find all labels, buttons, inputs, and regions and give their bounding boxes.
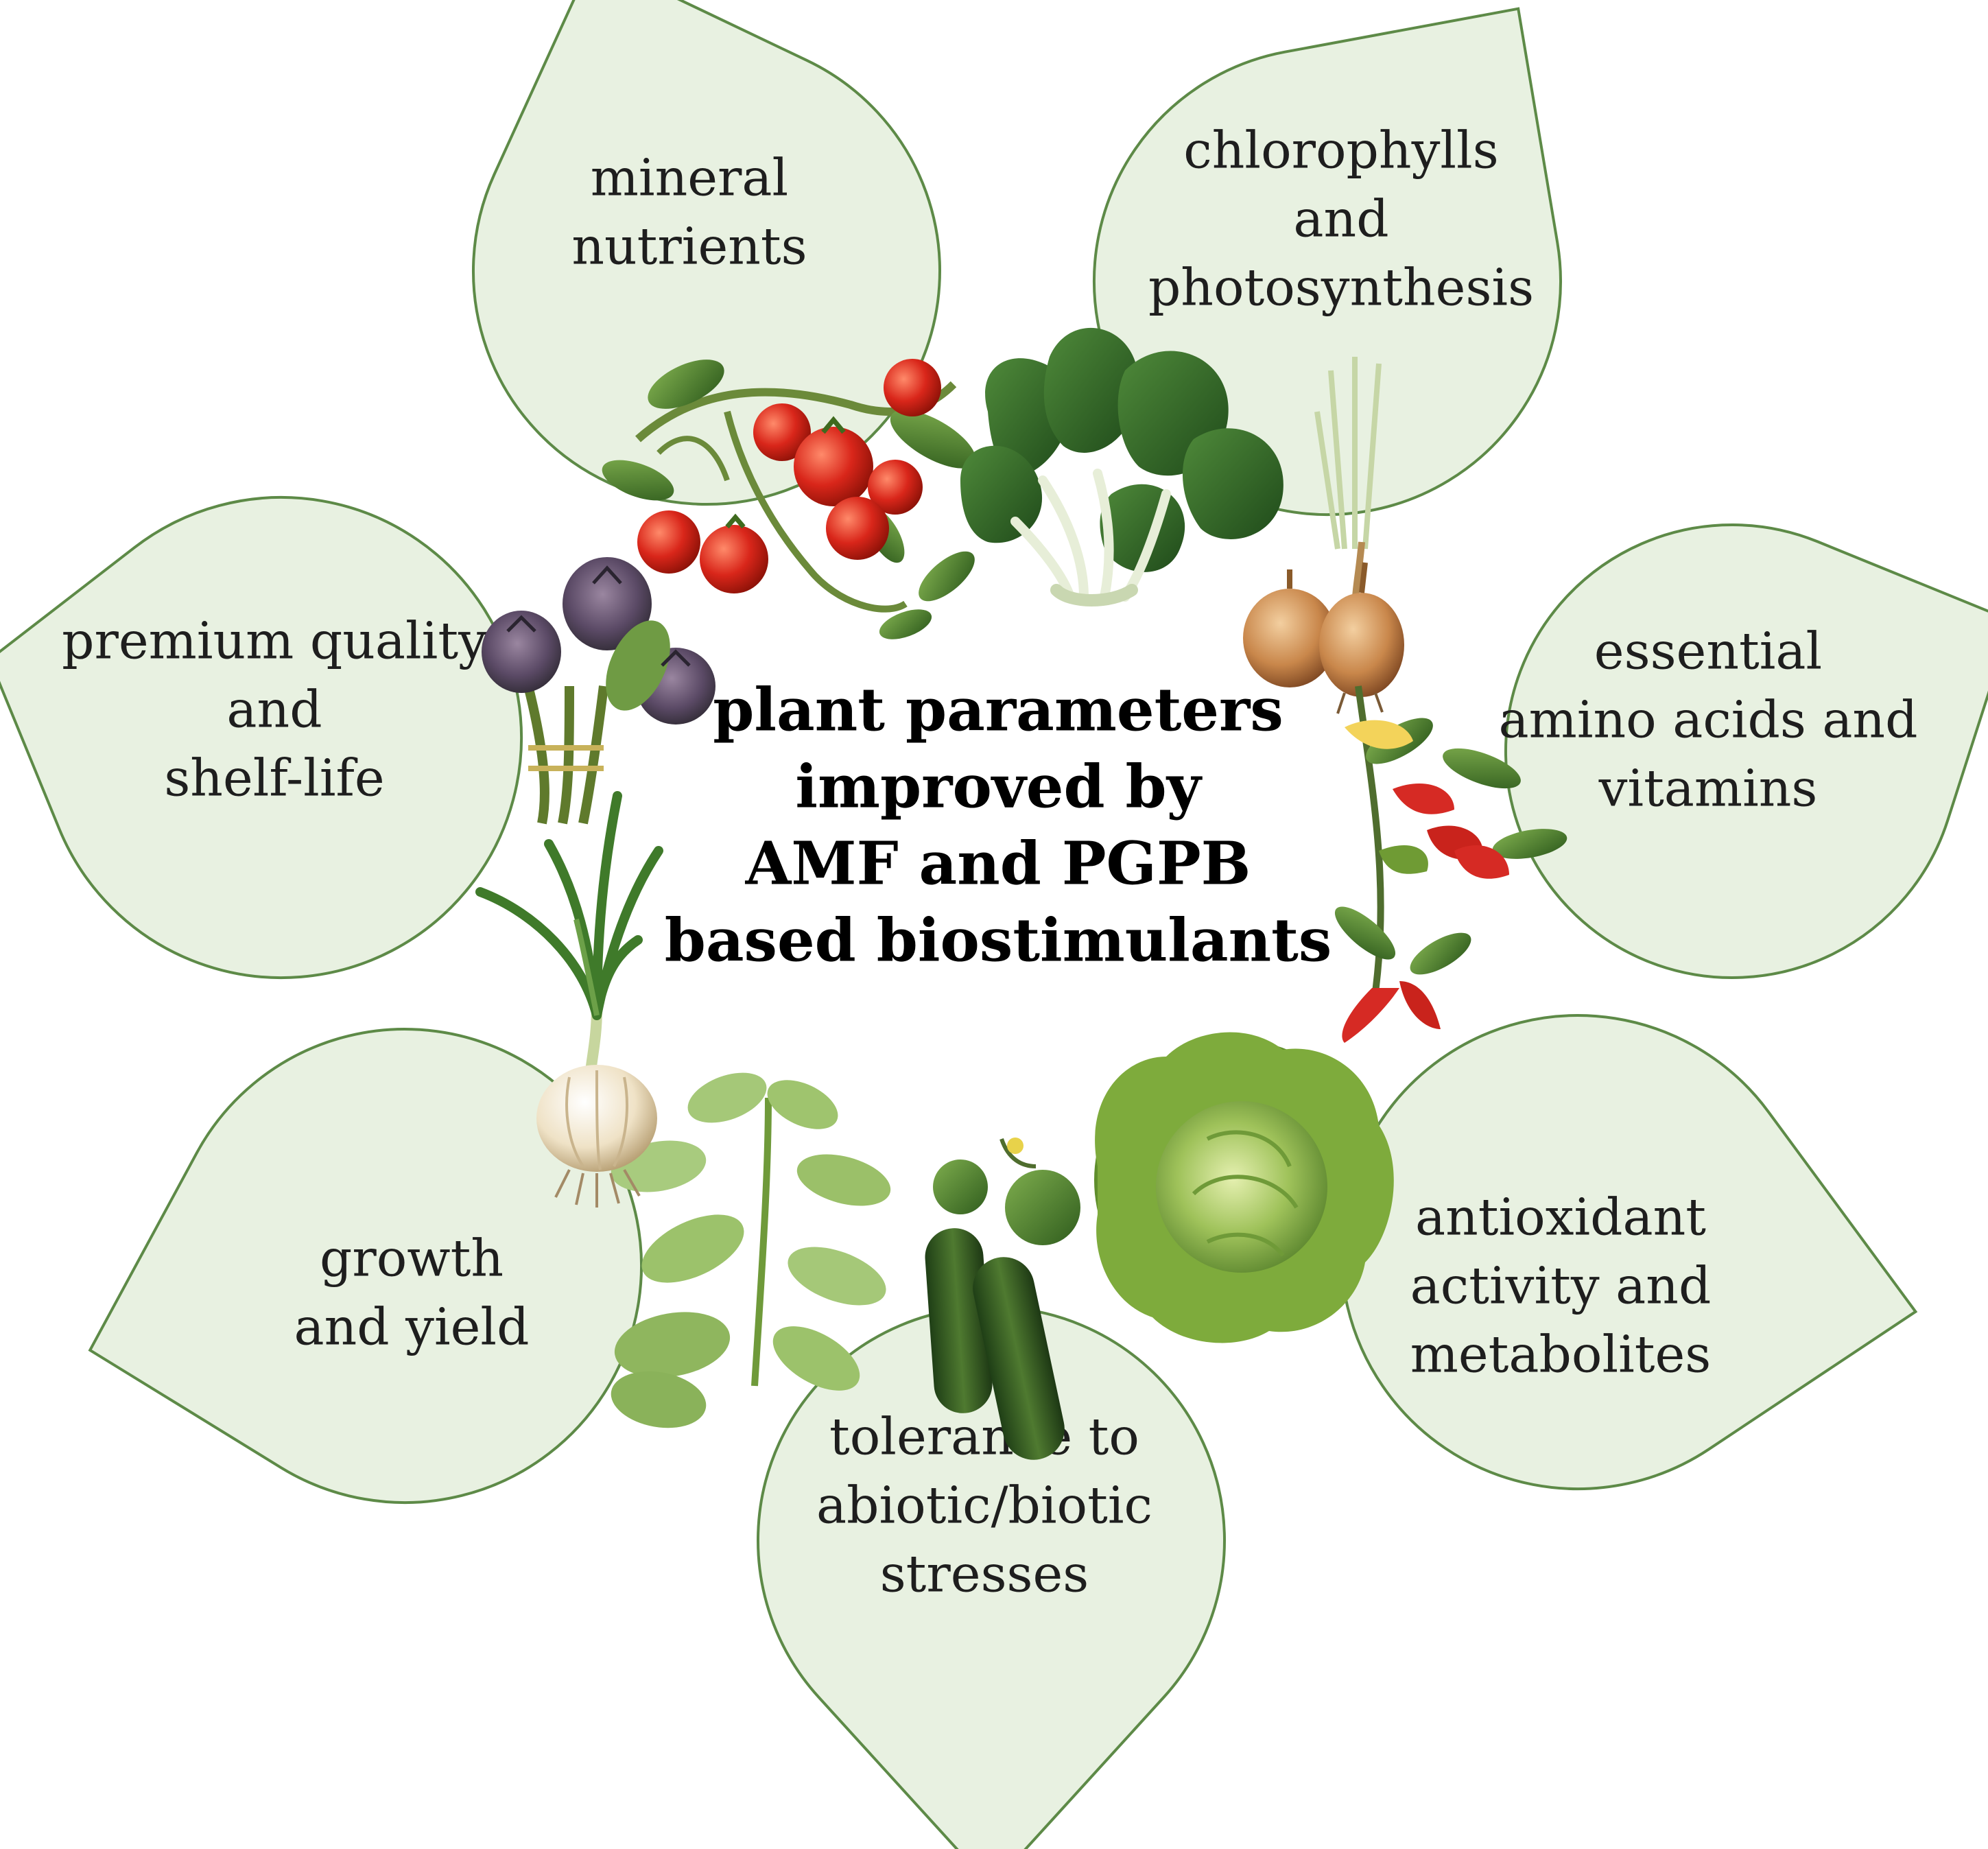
petal-quality: premium quality and shelf-life	[0, 496, 523, 979]
petal-label-line: mineral	[591, 148, 788, 207]
petal-shape	[1340, 1014, 1918, 1491]
lettuce-illustration	[1094, 1032, 1394, 1343]
petal-label-line: antioxidant	[1415, 1188, 1706, 1247]
cucumber-illustration	[925, 1138, 1080, 1460]
petal-label-line: metabolites	[1410, 1325, 1712, 1384]
petal-shape	[0, 496, 523, 979]
petal-shape	[1504, 523, 1988, 979]
petal-label-line: vitamins	[1598, 759, 1818, 818]
center-title-line: plant parameters	[713, 676, 1283, 745]
spinach-illustration	[960, 327, 1283, 606]
center-title: plant parameters improved by AMF and PGPBb…	[665, 676, 1332, 976]
tomato-vine-illustration	[602, 359, 976, 639]
artichoke-illustration	[482, 557, 715, 825]
pepper-illustration	[1334, 685, 1567, 1043]
petal-label-line: premium quality	[62, 611, 487, 670]
petal-amino-acids: essential amino acids and vitamins	[1499, 523, 1988, 979]
petal-shape	[472, 0, 941, 506]
petal-label-line: nutrients	[571, 217, 807, 276]
petal-label-line: chlorophylls	[1183, 121, 1498, 180]
petal-label-line: and yield	[294, 1297, 530, 1356]
petal-label-line: amino acids and	[1499, 690, 1918, 749]
center-title-line: based biostimulants	[665, 906, 1332, 976]
petal-label-line: tolerance to	[829, 1407, 1139, 1466]
petal-label-line: shelf-life	[164, 749, 384, 808]
petal-label-line: growth	[320, 1229, 504, 1288]
petal-growth: growth and yield	[88, 1028, 643, 1504]
petal-label-line: and	[1293, 189, 1388, 248]
basil-illustration	[611, 1072, 891, 1428]
leek-illustration	[475, 791, 663, 1020]
onion-illustration	[1243, 357, 1404, 720]
petal-mineral-nutrients: mineral nutrients	[472, 0, 941, 506]
center-title-line: improved by	[795, 753, 1203, 822]
center-title-line: AMF and PGPB	[745, 829, 1251, 899]
petal-tolerance: tolerance to abiotic/biotic stresses	[757, 1306, 1226, 1849]
petal-label-line: photosynthesis	[1148, 258, 1534, 317]
petal-label-line: essential	[1594, 622, 1822, 681]
petal-label-line: stresses	[880, 1544, 1089, 1603]
petal-label-line: and	[226, 680, 322, 739]
petal-antioxidant: antioxidant activity and metabolites	[1340, 1014, 1918, 1491]
petal-label-line: activity and	[1410, 1256, 1712, 1315]
petal-label-line: abiotic/biotic	[816, 1476, 1152, 1535]
petal-shape	[88, 1028, 643, 1504]
